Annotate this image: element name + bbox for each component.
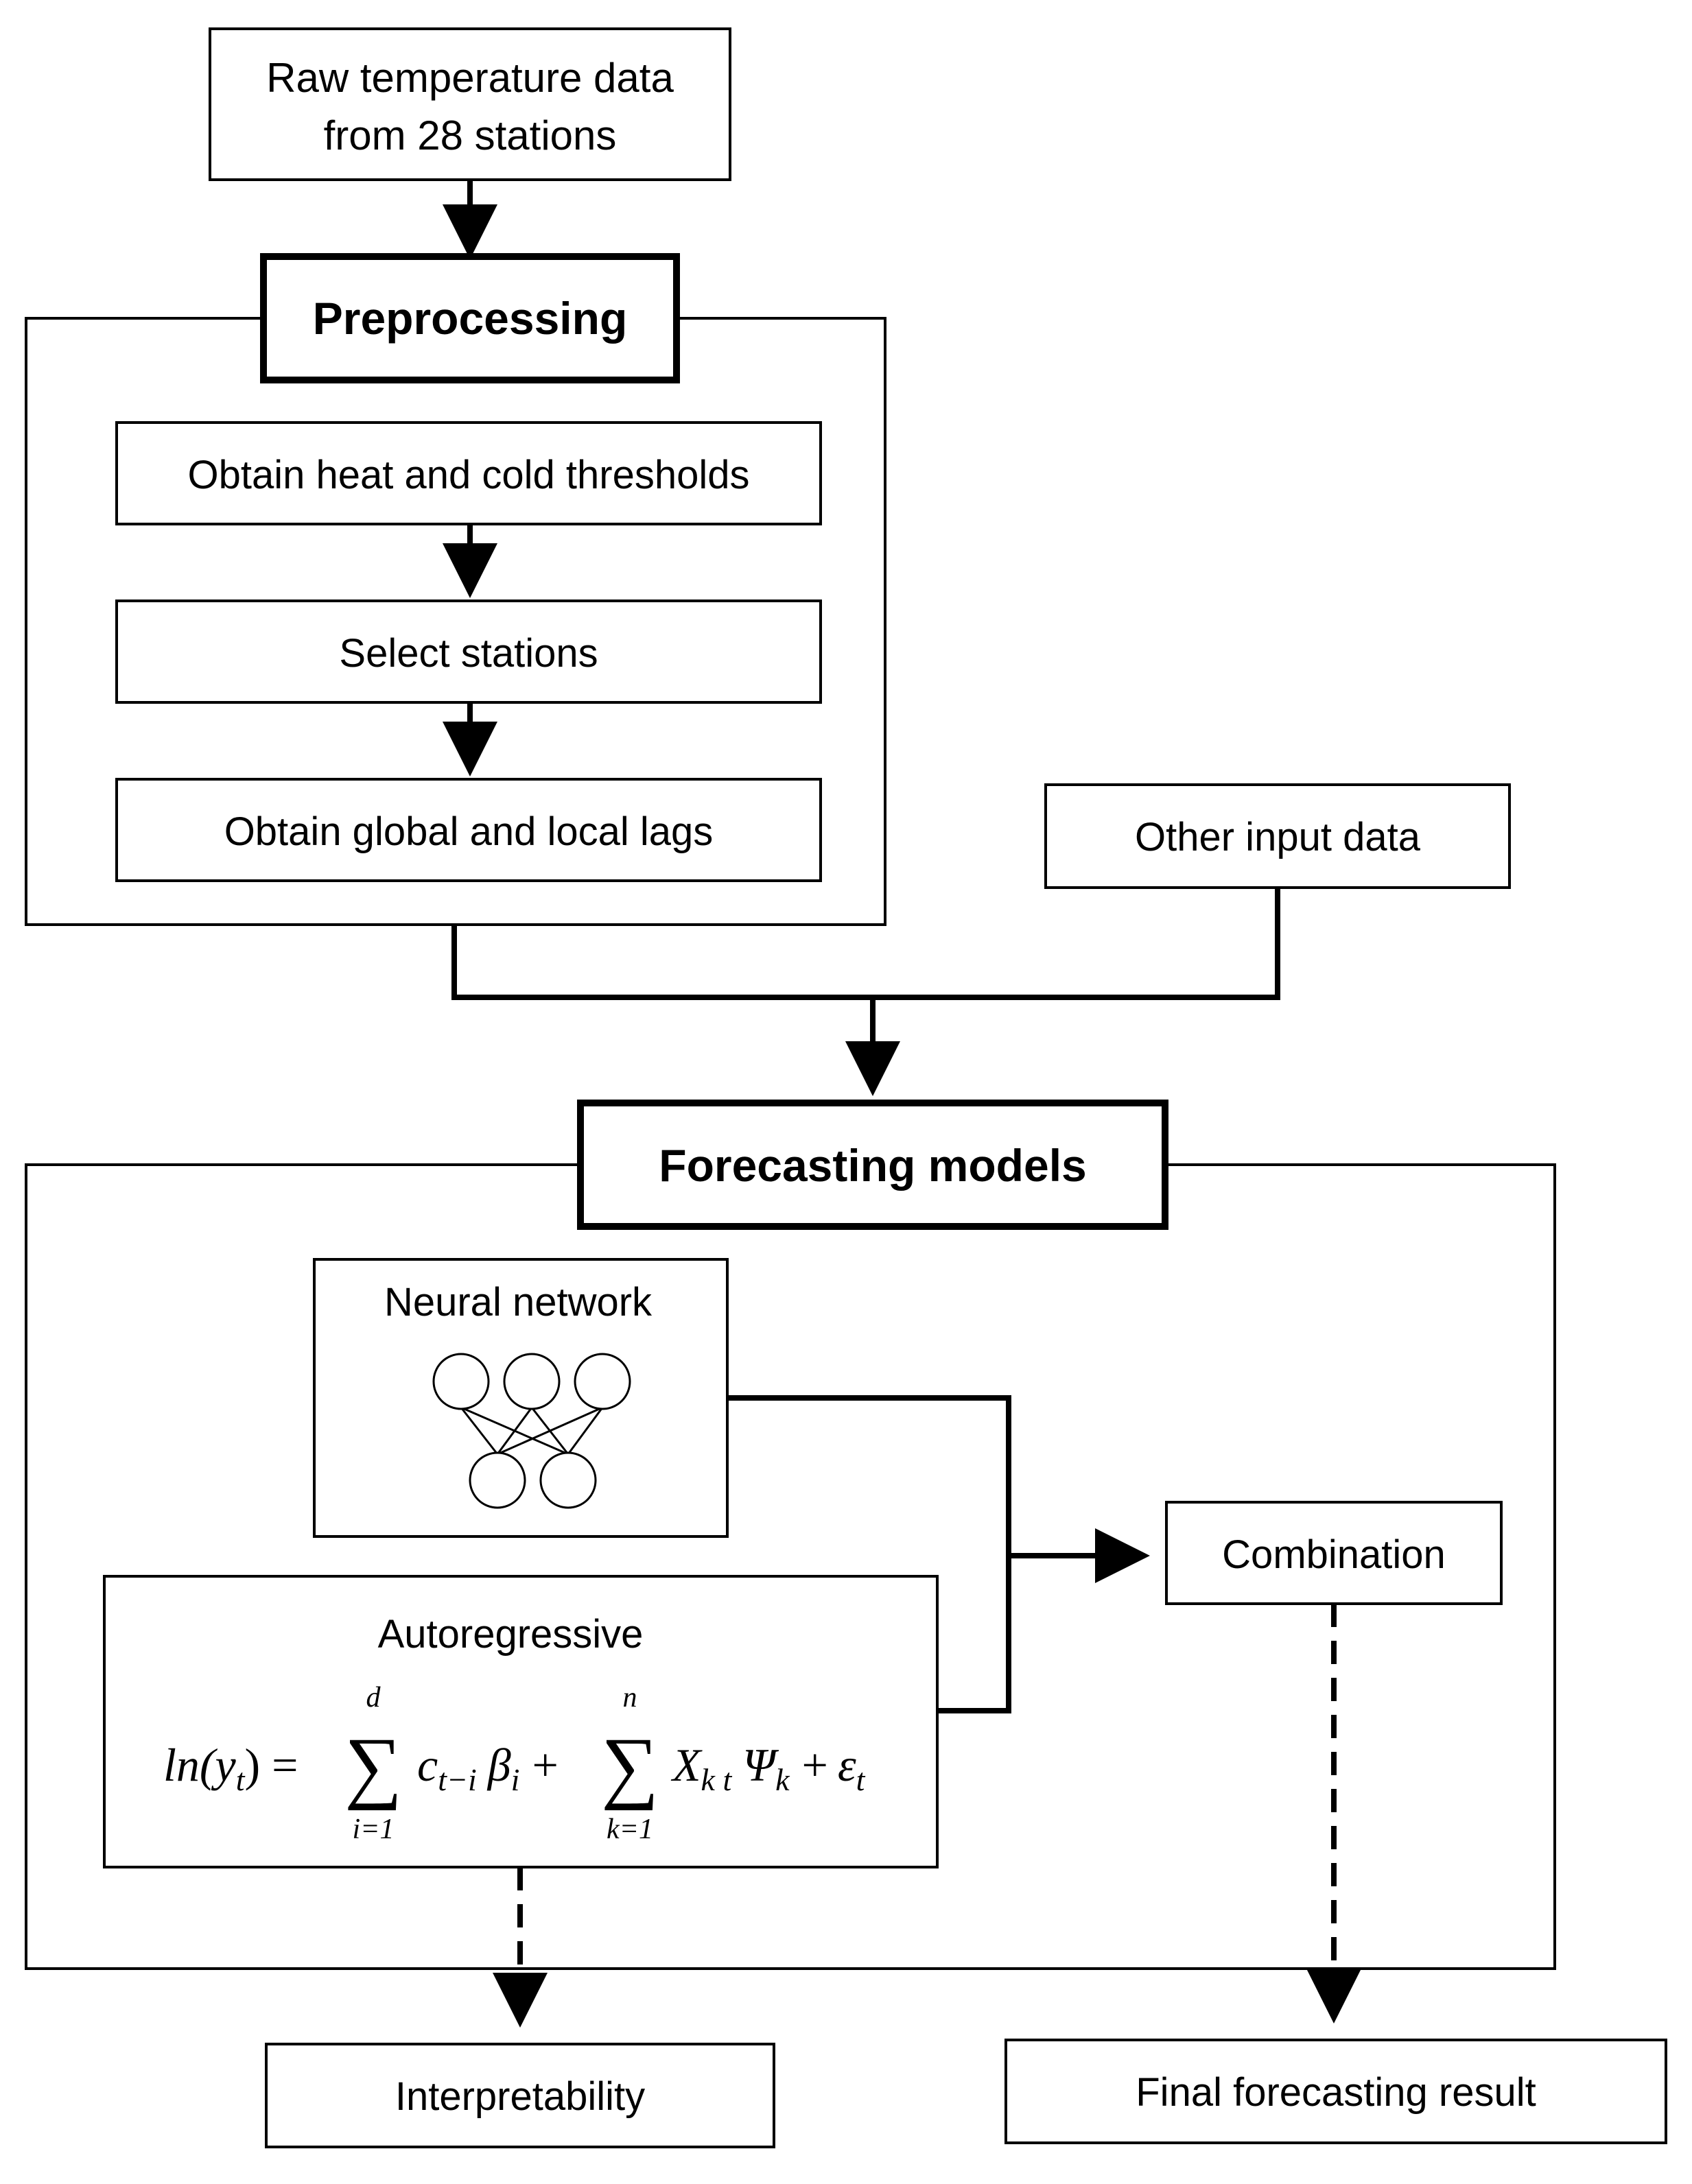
term1-sub: t−i [438, 1762, 477, 1797]
raw-data-line1: Raw temperature data [266, 55, 674, 101]
term1-coef: β [486, 1739, 511, 1791]
sum2-lower: k=1 [607, 1814, 653, 1845]
select-stations-node: Select stations [115, 600, 822, 704]
combination-node: Combination [1165, 1501, 1503, 1605]
neural-network-icon [432, 1353, 631, 1509]
thresholds-label: Obtain heat and cold thresholds [188, 453, 750, 497]
raw-data-line2: from 28 stations [324, 112, 617, 158]
combination-label: Combination [1222, 1532, 1446, 1577]
term2-sub: k t [701, 1762, 733, 1797]
forecasting-group: Forecasting models [25, 1100, 1556, 1970]
svg-text:ln(yt) =: ln(yt) = [163, 1739, 298, 1797]
error-term: ε [838, 1739, 856, 1791]
svg-text:Xk tΨk+εt: Xk t Ψk +εt [670, 1739, 866, 1797]
term1: c [417, 1739, 438, 1791]
other-input-label: Other input data [1135, 815, 1421, 859]
term1-coef-sub: i [511, 1762, 520, 1797]
raw-data-node: Raw temperature data from 28 stations [209, 27, 731, 181]
sum2-symbol: ∑ [601, 1721, 659, 1811]
term2: X [670, 1739, 703, 1791]
forecasting-models-title: Forecasting models [659, 1140, 1087, 1191]
svg-text:ct−iβi+: ct−i βi + [417, 1739, 559, 1797]
preprocessing-title: Preprocessing [313, 293, 628, 344]
neural-network-node: Neural network [313, 1258, 729, 1538]
preprocessing-group: Preprocessing [25, 253, 886, 926]
formula-lhs: ln(y [163, 1739, 237, 1791]
autoregressive-label: Autoregressive [378, 1612, 644, 1657]
merge-connector [451, 888, 1280, 1000]
interpretability-label: Interpretability [395, 2074, 645, 2119]
thresholds-node: Obtain heat and cold thresholds [115, 421, 822, 525]
lags-node: Obtain global and local lags [115, 778, 822, 882]
other-input-node: Other input data [1044, 783, 1511, 889]
error-sub: t [856, 1762, 866, 1797]
lags-label: Obtain global and local lags [224, 809, 714, 854]
final-result-label: Final forecasting result [1136, 2070, 1536, 2115]
plus1: + [532, 1739, 558, 1791]
final-result-node: Final forecasting result [1004, 2039, 1667, 2144]
sum1-upper: d [366, 1682, 381, 1713]
sum2-upper: n [623, 1682, 637, 1713]
interpretability-node: Interpretability [265, 2043, 775, 2148]
term2-coef-sub: k [775, 1762, 790, 1797]
plus2: + [801, 1739, 827, 1791]
sum1-symbol: ∑ [344, 1721, 402, 1811]
select-stations-label: Select stations [339, 631, 598, 676]
term2-coef: Ψ [742, 1739, 779, 1791]
formula-lhs-close: ) = [245, 1739, 298, 1791]
sum1-lower: i=1 [352, 1814, 394, 1845]
formula-lhs-sub: t [236, 1762, 246, 1797]
neural-network-label: Neural network [384, 1280, 653, 1325]
